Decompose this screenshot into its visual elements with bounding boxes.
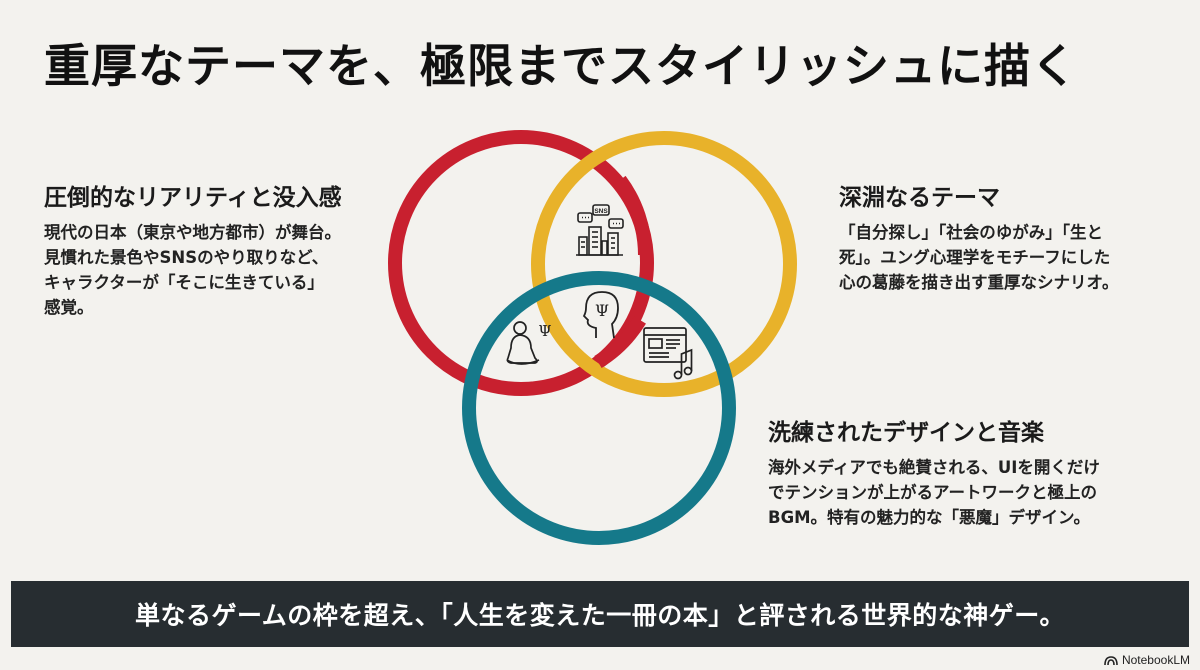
ui-music-icon — [643, 327, 693, 380]
section-realism: 圧倒的なリアリティと没入感 現代の日本（東京や地方都市）が舞台。 見慣れた景色や… — [44, 178, 342, 320]
city-sns-icon: SNS — [576, 204, 624, 256]
section-body: 「自分探し」「社会のゆがみ」「生と 死」。ユング心理学をモチーフにした 心の葛藤… — [839, 220, 1119, 295]
section-heading: 洗練されたデザインと音楽 — [768, 420, 1044, 446]
watermark: NotebookLM — [1104, 653, 1190, 667]
body-line: 見慣れた景色やSNSのやり取りなど、 — [44, 248, 329, 267]
svg-text:SNS: SNS — [594, 208, 608, 215]
body-line: 感覚。 — [44, 298, 94, 317]
svg-text:Ψ: Ψ — [538, 322, 551, 340]
body-line: BGM。特有の魅力的な「悪魔」デザイン。 — [768, 508, 1091, 527]
watermark-label: NotebookLM — [1121, 653, 1190, 667]
svg-text:Ψ: Ψ — [595, 301, 609, 320]
section-body: 現代の日本（東京や地方都市）が舞台。 見慣れた景色やSNSのやり取りなど、 キャ… — [44, 220, 342, 320]
section-theme: 深淵なるテーマ 「自分探し」「社会のゆがみ」「生と 死」。ユング心理学をモチーフ… — [839, 178, 1119, 295]
body-line: 死」。ユング心理学をモチーフにした — [839, 248, 1111, 267]
section-heading: 圧倒的なリアリティと没入感 — [44, 185, 342, 211]
body-line: 現代の日本（東京や地方都市）が舞台。 — [44, 223, 341, 242]
page-title: 重厚なテーマを、極限までスタイリッシュに描く — [44, 39, 1078, 93]
notebooklm-logo-icon — [1104, 655, 1118, 665]
body-line: キャラクターが「そこに生きている」 — [44, 273, 324, 292]
section-heading: 深淵なるテーマ — [839, 185, 1000, 211]
meditation-psi-icon: Ψ — [506, 321, 552, 365]
psyche-head-icon: Ψ — [582, 291, 619, 339]
body-line: 「自分探し」「社会のゆがみ」「生と — [839, 223, 1103, 242]
section-design: 洗練されたデザインと音楽 海外メディアでも絶賛される、UIを開くだけ でテンショ… — [768, 413, 1100, 530]
body-line: 海外メディアでも絶賛される、UIを開くだけ — [768, 458, 1100, 477]
summary-banner: 単なるゲームの枠を超え、「人生を変えた一冊の本」と評される世界的な神ゲー。 — [11, 581, 1189, 647]
section-body: 海外メディアでも絶賛される、UIを開くだけ でテンションが上がるアートワークと極… — [768, 455, 1100, 530]
banner-text: 単なるゲームの枠を超え、「人生を変えた一冊の本」と評される世界的な神ゲー。 — [134, 601, 1065, 630]
venn-circle-realism — [388, 130, 654, 396]
body-line: でテンションが上がるアートワークと極上の — [768, 483, 1098, 502]
body-line: 心の葛藤を描き出す重厚なシナリオ。 — [839, 273, 1119, 292]
